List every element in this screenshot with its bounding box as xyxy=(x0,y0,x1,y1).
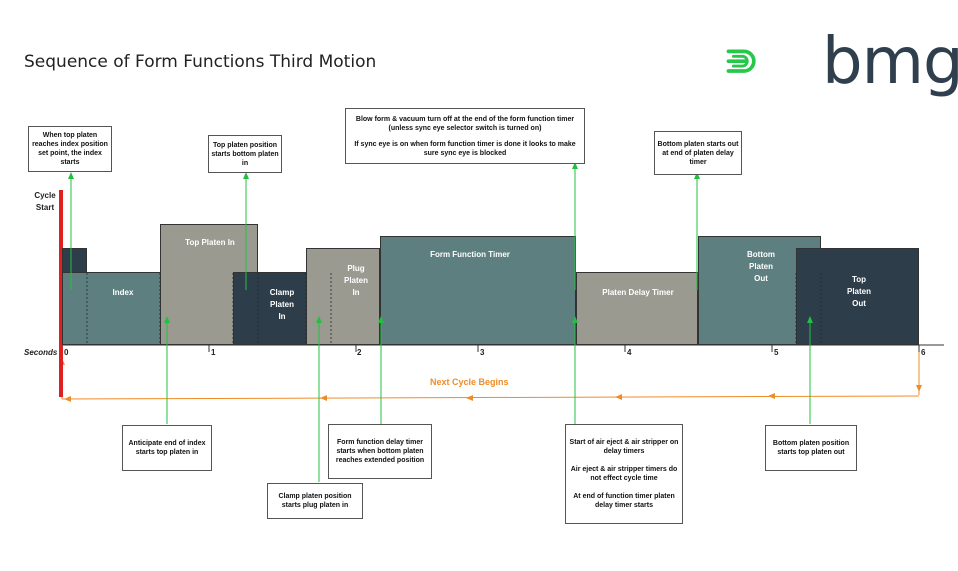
index-label: Index xyxy=(112,288,134,297)
cycle-start-bar xyxy=(59,190,63,397)
axis-label: Seconds xyxy=(24,348,58,357)
bmg-logo-text: bmg xyxy=(822,25,958,99)
orange-arrow-icon xyxy=(320,395,327,401)
next-cycle-label: Next Cycle Begins xyxy=(430,377,509,387)
bmg-logo-mark-icon xyxy=(726,49,756,73)
form-function-timer-label: Form Function Timer xyxy=(430,250,510,259)
orange-arrow-icon xyxy=(768,393,775,399)
callout-clamp-plug: Clamp platen position starts plug platen… xyxy=(267,483,363,519)
tick-label-1: 1 xyxy=(211,348,216,357)
next-cycle-line xyxy=(61,395,920,400)
orange-arrow-icon xyxy=(916,385,922,392)
orange-arrow-icon xyxy=(64,396,71,402)
callout-top-platen-position: Top platen position starts bottom platen… xyxy=(208,135,282,173)
tick-label-5: 5 xyxy=(774,348,779,357)
tick-label-6: 6 xyxy=(921,348,926,357)
callout-blow-form: Blow form & vacuum turn off at the end o… xyxy=(345,108,585,164)
tick-label-0: 0 xyxy=(64,348,69,357)
callout-anticipate-end-of-index: Anticipate end of index starts top plate… xyxy=(122,425,212,471)
top-platen-in-label: Top Platen In xyxy=(185,238,235,247)
tick-label-4: 4 xyxy=(627,348,632,357)
callout-form-function-delay: Form function delay timer starts when bo… xyxy=(328,424,432,479)
plug-platen-in-block xyxy=(306,248,380,345)
orange-arrow-icon xyxy=(466,395,473,401)
platen-delay-timer-label: Platen Delay Timer xyxy=(602,288,674,297)
page-title: Sequence of Form Functions Third Motion xyxy=(24,52,377,72)
tick-label-3: 3 xyxy=(480,348,485,357)
tick-label-2: 2 xyxy=(357,348,362,357)
platen-delay-timer-block xyxy=(576,272,698,345)
index-start-block xyxy=(62,248,87,273)
orange-arrow-icon xyxy=(615,394,622,400)
form-function-timer-block xyxy=(380,236,576,345)
callout-index-start: When top platen reaches index position s… xyxy=(28,126,112,172)
top-platen-out-block xyxy=(796,248,919,345)
callout-bottom-platen-position: Bottom platen position starts top platen… xyxy=(765,425,857,471)
callout-bottom-platen-starts: Bottom platen starts out at end of plate… xyxy=(654,131,742,175)
callout-air-eject: Start of air eject & air stripper on del… xyxy=(565,424,683,524)
